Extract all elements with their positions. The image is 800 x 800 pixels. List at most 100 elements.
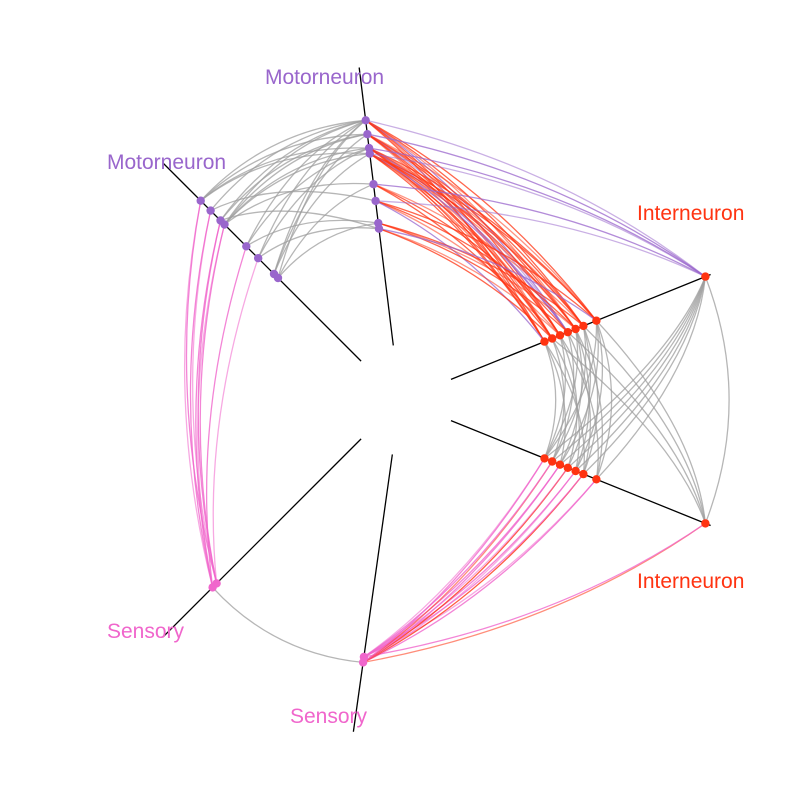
edge-inter-inter	[543, 320, 598, 459]
edge-inter-inter	[567, 331, 707, 524]
axis-label-sensory-left: Sensory	[107, 620, 185, 643]
edges-layer	[183, 119, 730, 664]
edge-motor-inter	[375, 200, 577, 330]
edge-motor-inter	[378, 228, 553, 339]
motorneuron-node	[242, 242, 251, 251]
edge-sens-motor	[192, 210, 218, 584]
interneuron-node	[548, 334, 557, 343]
axis-line-motor-top	[358, 67, 394, 346]
edge-motor-inter	[378, 222, 569, 333]
axis-line-sens-left	[162, 438, 362, 638]
edge-sens-motor	[199, 224, 226, 584]
interneuron-node	[571, 466, 580, 476]
motorneuron-node	[196, 196, 205, 205]
edge-sens-motor	[205, 246, 247, 588]
motorneuron-node	[371, 196, 380, 206]
edge-motor-inter	[369, 153, 597, 322]
edge-motor-inter	[378, 222, 577, 330]
interneuron-node	[579, 469, 588, 479]
edge-motor-motor	[223, 119, 366, 225]
edge-motor-inter	[369, 153, 553, 339]
motorneuron-node	[254, 254, 263, 263]
edge-motor-inter	[369, 153, 569, 333]
edge-motor-inter	[373, 183, 706, 278]
edge-motor-inter	[378, 228, 597, 322]
axes-layer	[162, 67, 711, 732]
edge-inter-inter	[543, 341, 585, 475]
motorneuron-node	[374, 224, 384, 233]
interneuron-node	[540, 454, 549, 463]
edge-motor-inter	[369, 153, 584, 327]
edge-inter-inter	[559, 320, 599, 466]
interneuron-node	[563, 463, 572, 472]
edge-sens-motor	[185, 200, 218, 584]
sensory-node	[359, 652, 369, 662]
edge-inter-inter	[595, 320, 613, 480]
edge-inter-inter	[582, 276, 707, 475]
axis-line-sens-bottom	[352, 454, 393, 732]
edge-inter-sens	[363, 458, 546, 658]
edge-motor-inter	[365, 119, 561, 336]
motorneuron-node	[361, 116, 370, 125]
edge-motor-motor	[245, 219, 379, 247]
motorneuron-node	[365, 149, 374, 158]
edge-inter-sens	[362, 461, 553, 663]
edge-inter-inter	[567, 331, 592, 475]
interneuron-node	[563, 328, 572, 337]
edge-inter-inter	[559, 328, 583, 465]
edge-inter-sens	[363, 464, 561, 658]
edge-motor-motor	[200, 152, 370, 202]
interneuron-node	[555, 460, 565, 469]
edge-motor-inter	[375, 200, 597, 322]
edge-motor-motor	[200, 133, 368, 202]
edge-motor-inter	[373, 183, 569, 333]
edge-motor-motor	[220, 210, 380, 230]
edge-motor-inter	[365, 119, 706, 278]
edge-motor-motor	[273, 153, 371, 275]
edge-inter-inter	[551, 337, 707, 524]
edge-motor-inter	[375, 200, 706, 278]
edge-motor-inter	[373, 183, 553, 339]
axis-label-sensory-bottom: Sensory	[290, 705, 368, 728]
edge-inter-inter	[704, 276, 730, 524]
edge-inter-inter	[551, 276, 707, 463]
edge-motor-inter	[367, 133, 553, 339]
edge-motor-inter	[375, 200, 546, 343]
edge-motor-motor	[245, 147, 370, 247]
nodes-layer	[196, 116, 710, 667]
axis-label-interneuron-bottom: Interneuron	[637, 570, 745, 593]
edge-inter-inter	[543, 341, 567, 465]
edge-inter-sens	[363, 461, 553, 658]
axis-label-motorneuron-left: Motorneuron	[107, 151, 227, 174]
edge-motor-motor	[257, 119, 367, 259]
axis-label-motorneuron-top: Motorneuron	[265, 66, 385, 89]
axis-label-interneuron-top: Interneuron	[637, 202, 745, 225]
edge-inter-inter	[582, 325, 599, 475]
edge-motor-motor	[210, 190, 376, 212]
edge-motor-motor	[273, 119, 367, 275]
edge-motor-motor	[223, 133, 368, 225]
edge-sens-motor	[189, 210, 214, 588]
motorneuron-node	[369, 180, 378, 189]
axis-line-motor-left	[162, 162, 362, 362]
edge-inter-inter	[551, 332, 575, 462]
edge-motor-inter	[373, 183, 584, 327]
edge-motor-motor	[273, 133, 368, 275]
edge-motor-inter	[369, 153, 561, 336]
edge-motor-motor	[277, 119, 367, 279]
interneuron-node	[592, 475, 601, 484]
interneuron-node	[548, 457, 557, 466]
motorneuron-node	[206, 206, 215, 215]
interneuron-node	[571, 324, 580, 334]
sensory-node	[212, 579, 221, 588]
interneuron-node	[579, 321, 588, 331]
edge-motor-inter	[369, 153, 546, 342]
edge-motor-inter	[367, 133, 584, 327]
interneuron-node	[555, 331, 565, 340]
edge-motor-inter	[365, 119, 597, 322]
motorneuron-node	[363, 130, 372, 139]
edge-inter-inter	[559, 276, 707, 466]
edge-inter-inter	[582, 325, 707, 524]
edge-inter-inter	[595, 276, 707, 480]
